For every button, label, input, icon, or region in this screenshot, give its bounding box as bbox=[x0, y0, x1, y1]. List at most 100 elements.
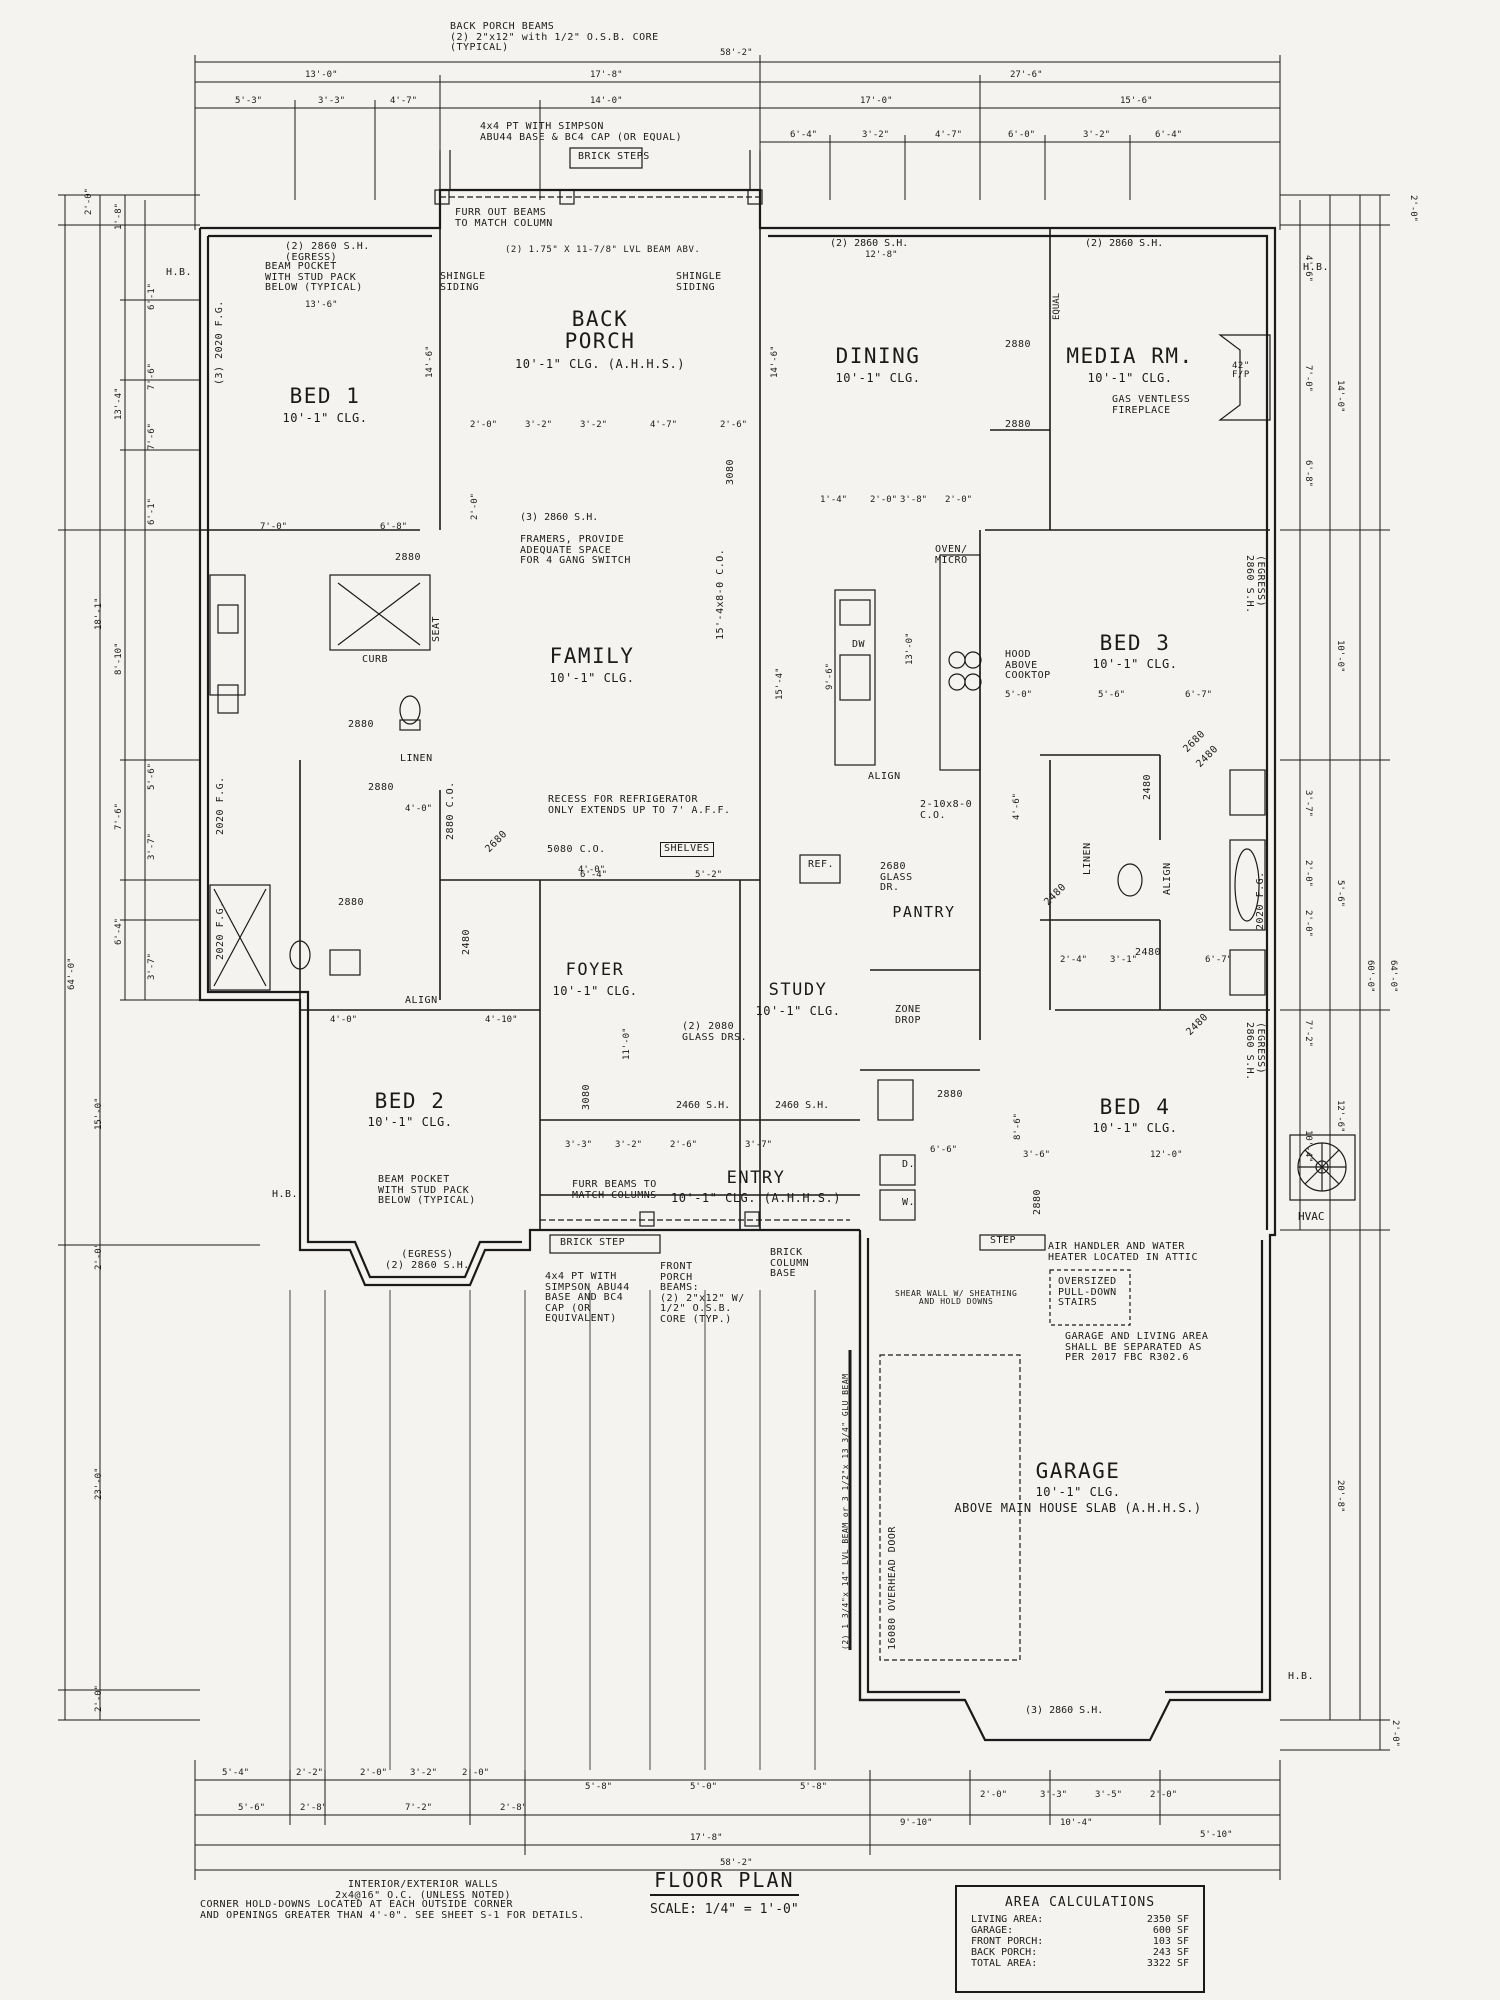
dim-top3-3: 4'-7" bbox=[935, 130, 963, 140]
dim-right-14: 20'-8" bbox=[1335, 1480, 1345, 1513]
dim-int-41: 4'-6" bbox=[1012, 792, 1022, 820]
dim-int-15: 3'-8" bbox=[900, 495, 928, 505]
door-tag-bath-5: 2880 bbox=[338, 897, 365, 908]
area-label: LIVING AREA: bbox=[971, 1914, 1044, 1925]
furr-out-note: FURR OUT BEAMS TO MATCH COLUMN bbox=[455, 207, 553, 229]
hvac-unit bbox=[1289, 1134, 1356, 1201]
dim-int-27: 2'-6" bbox=[670, 1140, 698, 1150]
zone-drop-label: ZONE DROP bbox=[895, 1004, 922, 1026]
bath-side-window-2: 2020 F.G. bbox=[215, 901, 226, 960]
dim-right-overall: 64'-0" bbox=[1388, 960, 1398, 993]
dim-int-35: 5'-2" bbox=[695, 870, 723, 880]
dim-int-17: 4'-0" bbox=[405, 804, 433, 814]
dim-int-37: 2'-4" bbox=[1060, 955, 1088, 965]
dim-bottom-9: 2'-0" bbox=[980, 1790, 1008, 1800]
dim-right-6: 10'-0" bbox=[1335, 640, 1345, 673]
shear-wall-note: SHEAR WALL W/ SHEATHING AND HOLD DOWNS bbox=[895, 1289, 1018, 1307]
dim-int-26: 3'-2" bbox=[615, 1140, 643, 1150]
dim-bottom-11: 3'-5" bbox=[1095, 1790, 1123, 1800]
dim-ticks-top bbox=[194, 55, 1281, 230]
dim-int-23: 6'-7" bbox=[1185, 690, 1213, 700]
dim-left-3: 6'-1" bbox=[147, 282, 157, 310]
family-cased-opening: 15'-4x8-0 C.O. bbox=[715, 548, 726, 640]
dim-int-24: 12'-0" bbox=[1150, 1150, 1183, 1160]
dim-top3-2: 3'-2" bbox=[862, 130, 890, 140]
dim-int-11: 4'-7" bbox=[650, 420, 678, 430]
family-title: FAMILY bbox=[549, 644, 635, 668]
dim-right-5: 14'-0" bbox=[1335, 380, 1345, 413]
study-window-2: 2460 S.H. bbox=[775, 1100, 830, 1111]
dim-left-19: 2'-0" bbox=[94, 1684, 104, 1712]
beam-pocket-top-note: BEAM POCKET WITH STUD PACK BELOW (TYPICA… bbox=[265, 261, 363, 293]
back-porch-structure bbox=[434, 147, 763, 205]
fireplace bbox=[1218, 334, 1271, 421]
back-porch-title-1: BACK bbox=[571, 307, 629, 331]
family-window: (3) 2860 S.H. bbox=[520, 512, 599, 523]
bed3-egress-window: (EGRESS) 2860 S.H. bbox=[1244, 555, 1267, 614]
fireplace-size: 42" F/P bbox=[1232, 361, 1250, 381]
equal-label: EQUAL bbox=[1052, 292, 1062, 320]
foyer-title: FOYER bbox=[565, 960, 625, 980]
dim-int-40: 8'-6" bbox=[1013, 1112, 1023, 1140]
dim-bottom-3: 2'-0" bbox=[360, 1768, 388, 1778]
dim-bottom-overall: 58'-2" bbox=[720, 1858, 753, 1868]
garage-elements bbox=[848, 1234, 1131, 1661]
bed1-title: BED 1 bbox=[289, 384, 361, 408]
bed2-egress-window: (EGRESS) (2) 2860 S.H. bbox=[385, 1249, 470, 1271]
dim-int-22: 5'-6" bbox=[1098, 690, 1126, 700]
bed1-side-window: (3) 2020 F.G. bbox=[214, 300, 225, 385]
dim-int-13: 1'-4" bbox=[820, 495, 848, 505]
furr-beams-note: FURR BEAMS TO MATCH COLUMNS bbox=[572, 1179, 657, 1201]
gas-fireplace-note: GAS VENTLESS FIREPLACE bbox=[1112, 394, 1191, 416]
dim-int-29: 6'-6" bbox=[930, 1145, 958, 1155]
bath-side-window: 2020 F.G. bbox=[215, 776, 226, 835]
door-tag-porch: 3080 bbox=[725, 458, 736, 485]
dim-top2-3: 4'-7" bbox=[390, 96, 418, 106]
back-porch-title-2: PORCH bbox=[564, 329, 636, 353]
dim-bottom-7: 5'-0" bbox=[690, 1782, 718, 1792]
garage-ceiling: 10'-1" CLG. bbox=[1035, 1485, 1121, 1499]
dim-right-3: 7'-0" bbox=[1303, 365, 1313, 393]
linen-label-2: LINEN bbox=[1082, 842, 1093, 875]
shelves-label: SHELVES bbox=[660, 842, 714, 857]
study-window-1: 2460 S.H. bbox=[676, 1100, 731, 1111]
dim-bottom2-2: 2'-8" bbox=[300, 1803, 328, 1813]
brick-step-label: BRICK STEP bbox=[560, 1237, 626, 1248]
area-value: 243 SF bbox=[1152, 1947, 1189, 1958]
study-title: STUDY bbox=[768, 980, 828, 1000]
dim-ticks-bottom bbox=[194, 1760, 1281, 1880]
pantry-cased-opening: 2-10x8-0 C.O. bbox=[920, 799, 973, 821]
hose-bib-4: H.B. bbox=[1288, 1671, 1315, 1682]
front-porch-beams-note: FRONT PORCH BEAMS: (2) 2"x12" W/ 1/2" O.… bbox=[660, 1261, 745, 1325]
dim-right-1: 2'-0" bbox=[1408, 195, 1418, 223]
dim-left-2: 1'-8" bbox=[114, 202, 124, 230]
dim-int-14: 2'-0" bbox=[870, 495, 898, 505]
dim-int-34: 6'-4" bbox=[580, 870, 608, 880]
dim-int-2: 12'-8" bbox=[865, 250, 898, 260]
step-label: STEP bbox=[990, 1235, 1017, 1246]
door-tag-bed4-1: 2480 bbox=[1135, 947, 1162, 958]
back-porch-ceiling: 10'-1" CLG. (A.H.H.S.) bbox=[515, 357, 685, 371]
dim-left-12: 3'-7" bbox=[147, 832, 157, 860]
dim-int-10: 3'-2" bbox=[580, 420, 608, 430]
dim-int-21: 5'-0" bbox=[1005, 690, 1033, 700]
linen-label: LINEN bbox=[400, 753, 433, 764]
foyer-ceiling: 10'-1" CLG. bbox=[552, 984, 638, 998]
dim-bottom-8: 5'-8" bbox=[800, 1782, 828, 1792]
dim-left-10: 5'-6" bbox=[147, 762, 157, 790]
dim-bottom3-1: 17'-8" bbox=[690, 1833, 723, 1843]
dim-int-38: 3'-1" bbox=[1110, 955, 1138, 965]
garage-beam-note: (2) 1 3/4"x 14" LVL BEAM or 3 1/2"x 13 3… bbox=[841, 1373, 850, 1650]
bed4-ceiling: 10'-1" CLG. bbox=[1092, 1121, 1178, 1135]
dim-top2-6: 15'-6" bbox=[1120, 96, 1153, 106]
dim-top-seg-1: 13'-0" bbox=[305, 70, 338, 80]
front-porch bbox=[540, 1211, 850, 1254]
curb-label: CURB bbox=[362, 654, 389, 665]
garage-title: GARAGE bbox=[1035, 1459, 1121, 1483]
dim-right-15: 2'-0" bbox=[1390, 1720, 1400, 1748]
back-porch-beams-note: BACK PORCH BEAMS (2) 2"x12" with 1/2" O.… bbox=[450, 21, 659, 53]
dining-title: DINING bbox=[835, 344, 921, 368]
bed1-ceiling: 10'-1" CLG. bbox=[282, 411, 368, 425]
area-label: TOTAL AREA: bbox=[971, 1958, 1038, 1969]
